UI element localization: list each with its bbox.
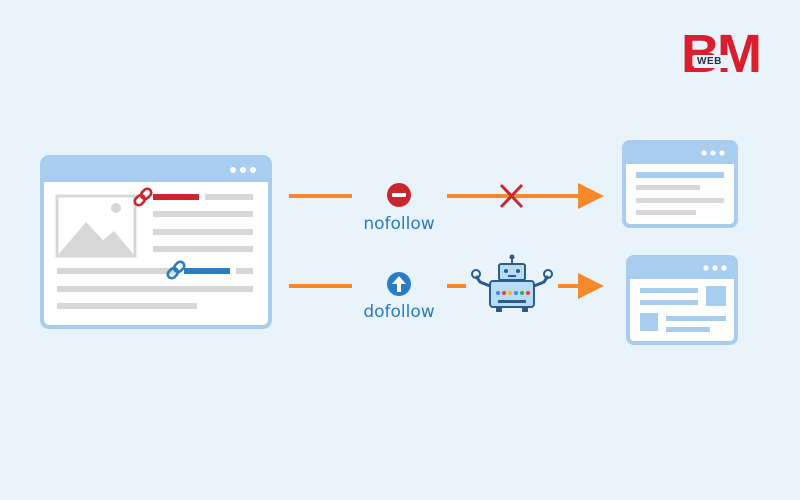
- window-dot-icon: [250, 167, 256, 173]
- window-dot-icon: [719, 150, 725, 156]
- target-page-nofollow: [622, 140, 738, 228]
- text-line: [636, 172, 724, 178]
- text-line: [640, 288, 698, 293]
- source-page-window: [40, 155, 272, 329]
- window-dot-icon: [721, 265, 727, 271]
- image-block: [706, 286, 726, 306]
- text-line: [636, 210, 696, 215]
- text-line: [153, 246, 253, 252]
- blue-chain-link-icon: [166, 260, 186, 280]
- text-line: [636, 198, 724, 203]
- image-placeholder-icon: [55, 194, 137, 258]
- arrow-head-icon: [578, 183, 604, 209]
- up-arrow-circle-icon: [387, 272, 411, 296]
- nofollow-label: nofollow: [363, 214, 435, 234]
- window-dot-icon: [712, 265, 718, 271]
- text-line: [57, 303, 197, 309]
- bm-web-logo: BM: [681, 24, 762, 84]
- window-dot-icon: [710, 150, 716, 156]
- target-page-dofollow: [626, 255, 738, 345]
- text-line: [236, 268, 253, 274]
- text-line: [666, 316, 726, 321]
- text-line: [153, 211, 253, 217]
- text-line: [666, 327, 710, 332]
- window-dot-icon: [230, 167, 236, 173]
- text-line: [205, 194, 253, 200]
- dofollow-flow: [289, 254, 604, 312]
- text-line: [57, 286, 253, 292]
- logo-letters: BM: [681, 24, 759, 84]
- nofollow-link-line: [153, 194, 199, 200]
- dofollow-label: dofollow: [363, 302, 435, 322]
- text-line: [57, 268, 177, 274]
- window-dot-icon: [701, 150, 707, 156]
- logo-web-text: WEB: [697, 56, 722, 67]
- logo-web-backdrop: [694, 55, 730, 68]
- minus-circle-icon: [387, 183, 411, 207]
- nofollow-flow: [289, 183, 604, 209]
- crawler-robot-icon: [471, 254, 553, 312]
- text-line: [153, 229, 253, 235]
- window-dot-icon: [703, 265, 709, 271]
- text-line: [640, 300, 698, 305]
- text-line: [636, 185, 700, 190]
- arrow-head-icon: [578, 273, 604, 299]
- window-dot-icon: [240, 167, 246, 173]
- image-block: [640, 313, 658, 331]
- red-chain-link-icon: [133, 187, 153, 207]
- x-mark-icon: [499, 183, 524, 209]
- dofollow-link-line: [184, 268, 230, 274]
